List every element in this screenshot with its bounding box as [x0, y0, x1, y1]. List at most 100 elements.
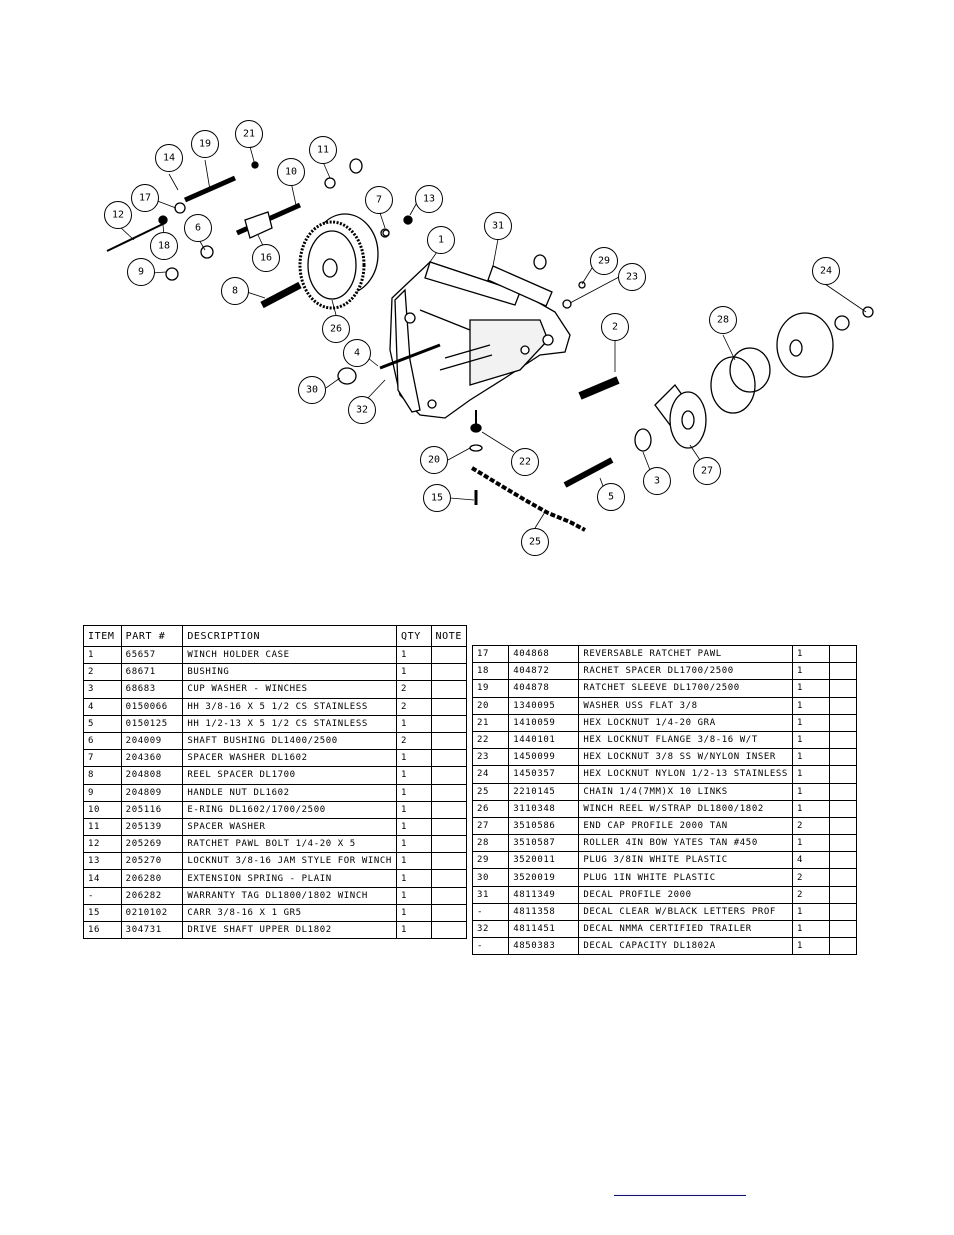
- cell-part-number: 304731: [120, 920, 184, 940]
- cell-item: 14: [83, 869, 122, 888]
- cell-qty: 2: [791, 885, 830, 904]
- cell-qty: 1: [791, 696, 830, 715]
- callout-label: 24: [820, 266, 832, 277]
- cell-description: RATCHET SLEEVE DL1700/2500: [578, 679, 793, 698]
- cell-part-number: 3110348: [508, 799, 580, 818]
- cell-item: 27: [471, 816, 510, 836]
- cell-description: DECAL CAPACITY DL1802A: [578, 937, 793, 956]
- cell-note: [430, 920, 467, 940]
- cell-qty: 1: [791, 662, 830, 681]
- callout-18: 18: [150, 232, 178, 260]
- cell-description: SPACER WASHER DL1602: [182, 749, 397, 768]
- cell-part-number: 1450357: [508, 765, 580, 784]
- callout-29: 29: [590, 247, 618, 275]
- cell-qty: 1: [791, 834, 830, 853]
- cell-qty: 2: [791, 816, 830, 836]
- callout-label: 20: [428, 455, 440, 466]
- cell-item: 10: [83, 800, 122, 819]
- callout-label: 28: [717, 315, 729, 326]
- cell-part-number: 0150125: [120, 714, 184, 733]
- cell-note: [430, 886, 467, 905]
- callout-2: 2: [601, 313, 629, 341]
- cell-item: 6: [83, 731, 122, 751]
- cell-qty: 1: [395, 663, 432, 682]
- callout-30: 30: [298, 376, 326, 404]
- cell-item: 17: [471, 644, 510, 664]
- callout-label: 25: [529, 537, 541, 548]
- callout-11: 11: [309, 136, 337, 164]
- header-qty: QTY: [395, 625, 432, 647]
- footer-link[interactable]: [614, 1181, 746, 1196]
- callout-6: 6: [184, 214, 212, 242]
- cell-qty: 1: [395, 714, 432, 733]
- cell-item: 15: [83, 903, 122, 923]
- cell-part-number: 204809: [120, 783, 184, 802]
- cell-item: 12: [83, 835, 122, 854]
- decal-strip-drawing: [487, 265, 553, 307]
- callout-22: 22: [511, 448, 539, 476]
- cell-qty: 1: [791, 902, 830, 922]
- cell-description: RATCHET PAWL BOLT 1/4-20 X 5: [182, 835, 397, 854]
- callout-16: 16: [252, 244, 280, 272]
- winch-holder-case-drawing: [389, 261, 571, 419]
- cell-description: WINCH REEL W/STRAP DL1800/1802: [578, 799, 793, 818]
- cell-description: PLUG 3/8IN WHITE PLASTIC: [578, 851, 793, 870]
- callout-label: 5: [608, 492, 614, 503]
- cell-note: [430, 731, 467, 751]
- cell-qty: 1: [791, 765, 830, 784]
- cell-note: [828, 816, 858, 836]
- cell-part-number: 65657: [120, 645, 184, 665]
- callout-label: 16: [260, 253, 272, 264]
- cell-item: 30: [471, 868, 510, 887]
- cell-qty: 1: [395, 645, 432, 665]
- callout-12: 12: [104, 201, 132, 229]
- cell-item: 18: [471, 662, 510, 681]
- callout-label: 27: [701, 466, 713, 477]
- cell-qty: 2: [395, 697, 432, 716]
- cell-qty: 1: [395, 800, 432, 819]
- cell-part-number: 4811358: [508, 902, 580, 922]
- cell-qty: 2: [791, 868, 830, 887]
- cell-description: HEX LOCKNUT 1/4-20 GRA: [578, 713, 793, 732]
- callout-label: 30: [306, 385, 318, 396]
- callout-label: 8: [232, 286, 238, 297]
- cell-qty: 1: [791, 679, 830, 698]
- cell-note: [828, 644, 858, 664]
- callout-10: 10: [277, 158, 305, 186]
- cell-item: 31: [471, 885, 510, 904]
- cell-part-number: 3520011: [508, 851, 580, 870]
- cell-item: 4: [83, 697, 122, 716]
- callout-label: 11: [317, 145, 329, 156]
- cell-qty: 1: [791, 782, 830, 801]
- cell-item: 7: [83, 749, 122, 768]
- cell-part-number: 2210145: [508, 782, 580, 801]
- cell-note: [828, 799, 858, 818]
- cell-note: [430, 645, 467, 665]
- cell-description: RACHET SPACER DL1700/2500: [578, 662, 793, 681]
- cell-item: 8: [83, 766, 122, 785]
- cell-item: 13: [83, 852, 122, 871]
- cell-note: [430, 714, 467, 733]
- callout-8: 8: [221, 277, 249, 305]
- cell-part-number: 404878: [508, 679, 580, 698]
- cell-item: 2: [83, 663, 122, 682]
- cell-qty: 1: [395, 886, 432, 905]
- cell-description: ROLLER 4IN BOW YATES TAN #450: [578, 834, 793, 853]
- callout-label: 4: [354, 348, 360, 359]
- callout-label: 19: [199, 139, 211, 150]
- callout-32: 32: [348, 396, 376, 424]
- cell-part-number: 4811349: [508, 885, 580, 904]
